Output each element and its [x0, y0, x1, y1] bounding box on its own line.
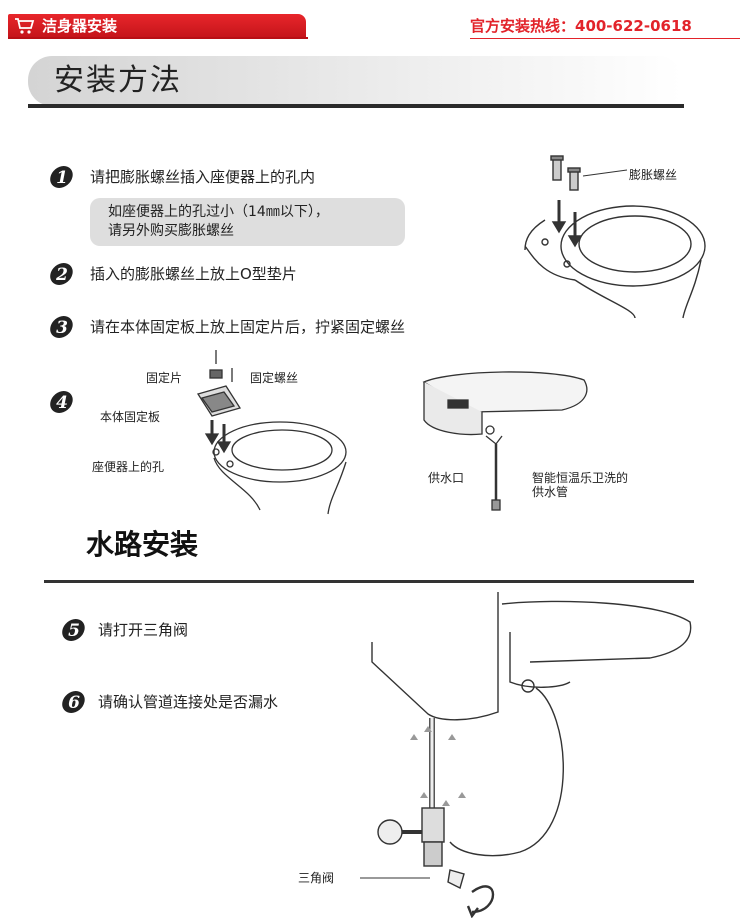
hotline-text: 官方安装热线：400-622-0618	[470, 17, 692, 35]
step-number-1: 1	[50, 166, 73, 188]
label-supply-pipe-line-1: 智能恒温乐卫洗的	[532, 471, 629, 485]
svg-text:3: 3	[56, 318, 68, 338]
step-number-2: 2	[50, 263, 73, 285]
label-supply-pipe: 智能恒温乐卫洗的 供水管	[532, 471, 628, 499]
label-fixing-piece: 固定片	[146, 371, 183, 385]
svg-text:1: 1	[56, 168, 68, 188]
note-box	[90, 198, 405, 246]
body-plate-diagram	[196, 350, 347, 515]
label-fixing-screw: 固定螺丝	[250, 371, 299, 385]
svg-text:4: 4	[56, 393, 68, 413]
label-water-inlet: 供水口	[428, 471, 465, 485]
page-category-title: 洁身器安装	[42, 17, 118, 35]
step-number-3: 3	[50, 316, 73, 338]
step-number-6: 6	[62, 691, 85, 713]
bidet-seat-supply-diagram	[422, 371, 588, 511]
step-3-text: 请在本体固定板上放上固定片后，拧紧固定螺丝	[90, 318, 406, 336]
top-banner	[8, 14, 306, 38]
step-number-4: 4	[50, 391, 73, 413]
step-6-text: 请确认管道连接处是否漏水	[98, 693, 279, 711]
install-section-header	[28, 56, 682, 106]
water-section-title: 水路安装	[86, 528, 199, 561]
label-triangle-valve: 三角阀	[298, 871, 335, 885]
step-2-text: 插入的膨胀螺丝上放上O型垫片	[90, 265, 297, 283]
note-text: 如座便器上的孔过小（14㎜以下）， 请另外购买膨胀螺丝	[108, 203, 329, 241]
top-banner-underline	[8, 37, 308, 39]
svg-text:2: 2	[55, 265, 68, 285]
install-section-rule	[28, 104, 684, 108]
note-line-2: 请另外购买膨胀螺丝	[108, 223, 234, 239]
shopping-cart-icon	[15, 18, 35, 34]
hotline-underline	[470, 38, 740, 39]
step-number-5: 5	[62, 619, 85, 641]
step-1-text: 请把膨胀螺丝插入座便器上的孔内	[90, 168, 316, 186]
water-section-rule	[44, 580, 694, 583]
label-supply-pipe-line-2: 供水管	[532, 485, 569, 499]
expansion-screw-diagram	[524, 155, 706, 319]
label-expansion-screw: 膨胀螺丝	[629, 168, 678, 182]
step-5-text: 请打开三角阀	[98, 621, 189, 639]
label-toilet-hole: 座便器上的孔	[92, 460, 165, 474]
triangle-valve-diagram	[360, 592, 692, 918]
svg-text:5: 5	[68, 621, 80, 641]
label-body-plate: 本体固定板	[100, 410, 161, 424]
install-section-title: 安装方法	[54, 63, 182, 98]
svg-text:6: 6	[68, 693, 80, 713]
note-line-1: 如座便器上的孔过小（14㎜以下），	[108, 204, 329, 220]
